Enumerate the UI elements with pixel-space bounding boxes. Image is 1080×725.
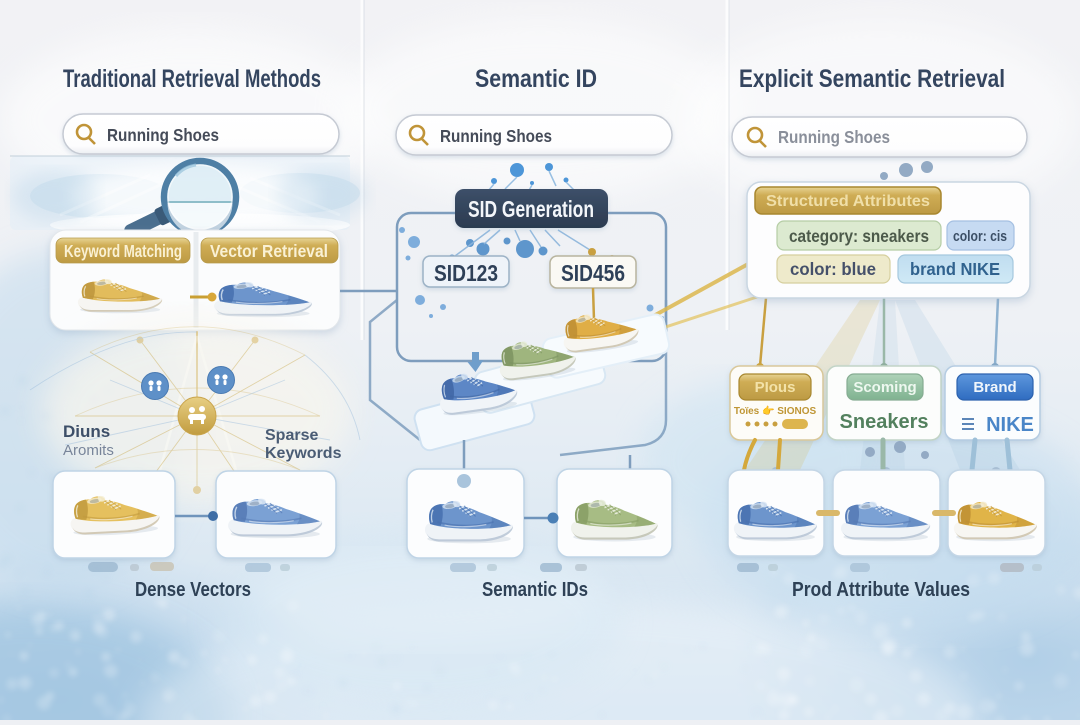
svg-text:Diuns: Diuns [63, 422, 110, 441]
svg-text:Dense Vectors: Dense Vectors [135, 579, 251, 601]
svg-text:Semantic IDs: Semantic IDs [482, 579, 588, 601]
svg-text:PIous: PIous [755, 379, 796, 396]
svg-text:Running Shoes: Running Shoes [440, 126, 552, 146]
svg-text:Semantic ID: Semantic ID [475, 65, 597, 93]
svg-text:SID456: SID456 [561, 260, 625, 286]
svg-text:category: sneakers: category: sneakers [789, 226, 929, 246]
svg-text:Aromits: Aromits [63, 442, 114, 459]
svg-text:SID123: SID123 [434, 260, 498, 286]
svg-text:Running Shoes: Running Shoes [778, 127, 890, 147]
svg-text:Explicit Semantic Retrieval: Explicit Semantic Retrieval [739, 65, 1005, 93]
svg-text:color: blue: color: blue [790, 259, 876, 279]
svg-text:Running Shoes: Running Shoes [107, 125, 219, 145]
svg-text:brand NIKE: brand NIKE [910, 259, 1000, 279]
svg-text:Traditional Retrieval Methods: Traditional Retrieval Methods [63, 65, 321, 93]
svg-text:Scoming: Scoming [853, 379, 916, 396]
svg-text:Keywords: Keywords [265, 445, 342, 462]
svg-text:Sneakers: Sneakers [840, 411, 929, 433]
svg-text:Prod Attribute Values: Prod Attribute Values [792, 579, 970, 601]
svg-text:color: cis: color: cis [953, 229, 1007, 245]
svg-text:Structured Attributes: Structured Attributes [766, 193, 930, 210]
svg-text:Toïes 👉 SIONOS: Toïes 👉 SIONOS [734, 405, 817, 417]
svg-text:Sparse: Sparse [265, 427, 318, 444]
svg-text:NIKE: NIKE [986, 414, 1034, 436]
svg-text:Vector Retrieval: Vector Retrieval [210, 241, 328, 261]
svg-text:Keyword Matching: Keyword Matching [64, 241, 182, 261]
svg-text:SID Generation: SID Generation [468, 196, 594, 222]
svg-text:Brand: Brand [973, 379, 1016, 396]
